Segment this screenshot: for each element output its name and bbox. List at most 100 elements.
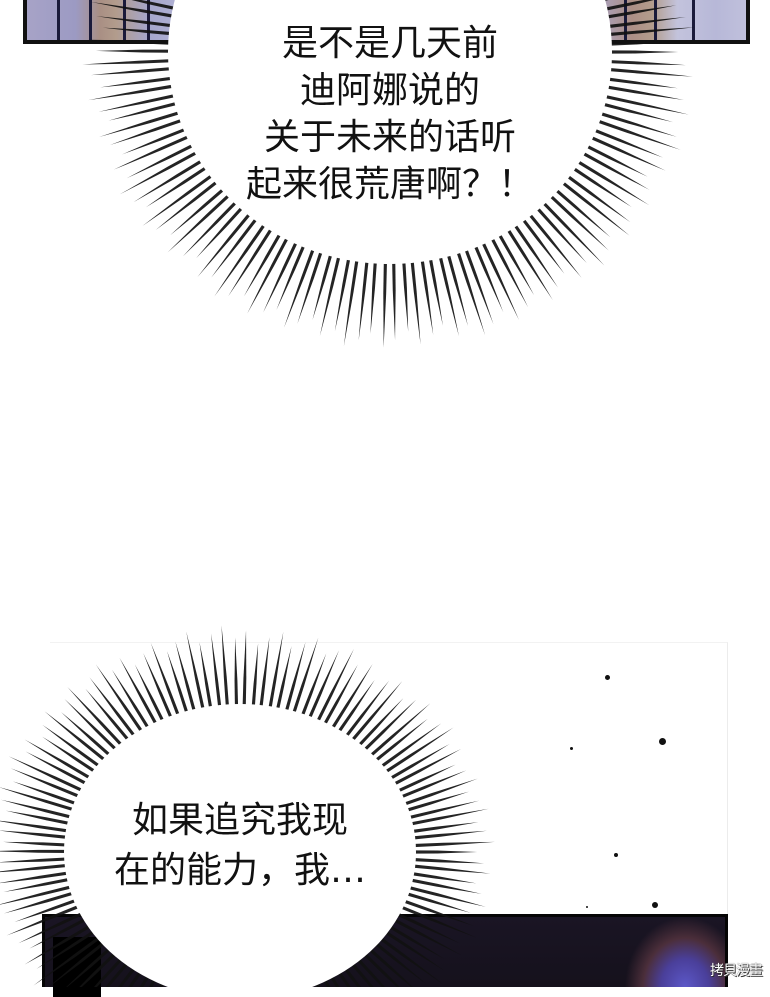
burst-line (608, 50, 679, 54)
burst-line (319, 253, 341, 336)
burst-line (404, 891, 471, 913)
burst-line (559, 179, 630, 236)
burst-line (96, 16, 174, 28)
burst-line (61, 712, 113, 758)
burst-line (382, 929, 445, 971)
burst-line (591, 127, 664, 158)
burst-line (438, 254, 459, 337)
burst-line (8, 756, 85, 793)
burst-line (119, 657, 159, 727)
bubble2-text: 如果追究我现 在的能力，我… (80, 796, 400, 896)
burst-line (284, 641, 306, 714)
burst-line (119, 150, 200, 195)
burst-line (42, 724, 102, 769)
star-dot (604, 674, 610, 680)
burst-line (33, 935, 102, 986)
burst-line (95, 664, 145, 735)
burst-line (412, 850, 478, 854)
burst-line (150, 642, 181, 718)
burst-line (602, 94, 689, 115)
burst-line (67, 686, 125, 748)
burst-line (370, 259, 378, 334)
burst-line (263, 239, 299, 313)
burst-line (356, 698, 404, 749)
burst-line (291, 637, 319, 716)
burst-line (398, 904, 477, 938)
burst-line (297, 249, 324, 324)
burst-line (0, 820, 71, 833)
burst-line (358, 258, 369, 341)
burst-line (410, 258, 421, 345)
bubble2-line: 如果追究我现 (131, 800, 348, 841)
burst-line (126, 143, 196, 179)
burst-line (382, 727, 454, 775)
burst-line (343, 680, 390, 739)
burst-line (251, 643, 259, 709)
burst-line (395, 911, 460, 944)
burst-line (14, 898, 79, 923)
burst-line (367, 946, 413, 987)
burst-line (259, 637, 270, 710)
burst-line (373, 718, 428, 764)
burst-line (25, 751, 89, 786)
burst-line (322, 664, 358, 727)
burst-line (410, 822, 479, 834)
burst-line (12, 781, 79, 806)
burst-line (98, 93, 178, 112)
burst-line (329, 664, 373, 731)
burst-line (377, 935, 443, 985)
burst-line (463, 246, 494, 325)
burst-line (349, 961, 374, 987)
burst-line (3, 891, 76, 914)
panel-stripe (624, 0, 627, 40)
star-dot (614, 853, 618, 857)
burst-line (44, 711, 108, 763)
burst-line (24, 923, 93, 965)
burst-line (336, 969, 351, 987)
panel-stripe (57, 0, 60, 40)
burst-line (408, 878, 482, 894)
burst-line (197, 211, 253, 277)
burst-line (142, 172, 215, 226)
bubble1-line: 是不是几天前 (281, 23, 498, 64)
burst-line (406, 800, 480, 820)
burst-line (420, 257, 434, 336)
burst-line (604, 85, 684, 101)
burst-line (108, 101, 180, 121)
burst-line (10, 768, 82, 799)
burst-line (111, 669, 151, 731)
burst-line (167, 651, 190, 716)
burst-line (29, 916, 89, 949)
burst-line (564, 173, 631, 223)
burst-line (607, 41, 682, 46)
burst-line (214, 221, 267, 297)
burst-line (211, 633, 222, 710)
burst-line (5, 810, 72, 826)
burst-line (6, 904, 82, 936)
burst-line (134, 664, 166, 724)
burst-line (570, 165, 632, 208)
burst-line (95, 49, 173, 53)
burst-line (300, 653, 327, 719)
burst-line (455, 249, 486, 336)
burst-line (373, 940, 427, 985)
burst-line (276, 242, 307, 310)
burst-line (100, 76, 174, 88)
burst-line (199, 642, 213, 711)
burst-line (315, 648, 355, 724)
burst-line (93, 956, 125, 987)
burst-line (66, 946, 113, 987)
burst-line (387, 924, 444, 959)
burst-line (0, 871, 71, 884)
burst-line (0, 857, 69, 863)
burst-line (392, 259, 396, 341)
burst-line (398, 770, 467, 800)
burst-line (584, 143, 648, 177)
star-dot (569, 746, 573, 750)
burst-line (361, 699, 417, 753)
burst-line (3, 841, 69, 847)
star-dot (658, 737, 666, 745)
burst-line (268, 631, 284, 711)
burst-line (64, 698, 119, 753)
